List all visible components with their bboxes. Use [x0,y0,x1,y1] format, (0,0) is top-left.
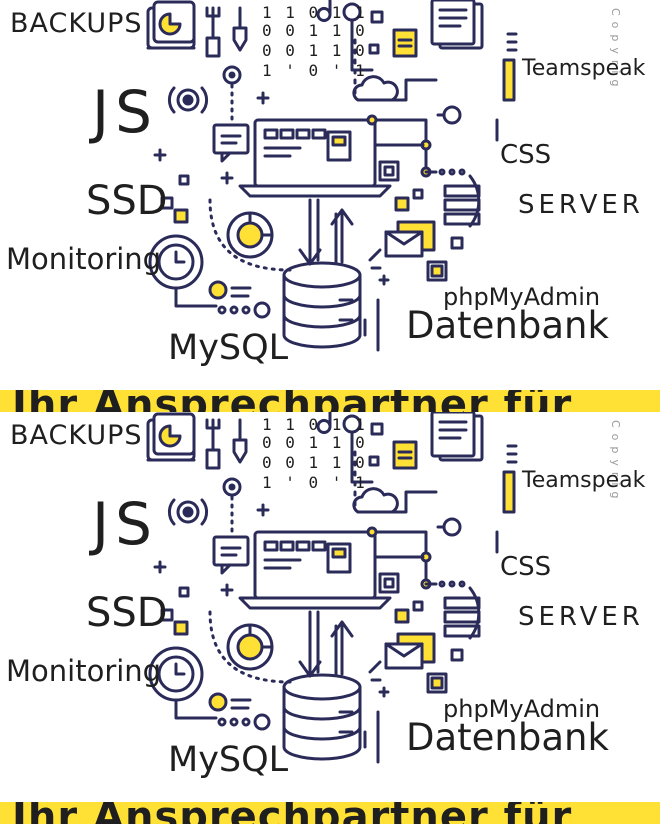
label-css: CSS [500,552,552,582]
copyright-side-text: Copyrig [609,8,622,93]
binary-line-4: 1 ' 0 ' 1 [262,61,367,80]
copyright-side-text: Copyrig [609,420,622,505]
headline-banner: Ihr Ansprechpartner für [0,802,660,824]
label-backups: BACKUPS [10,8,143,39]
headline-banner-text: Ihr Ansprechpartner für [12,390,572,412]
wifi-signal-icon [167,498,209,526]
database-icon [282,673,362,761]
envelope-icon [384,220,436,258]
target-icon [222,65,242,85]
document-stack-icon [430,0,484,50]
label-datenbank: Datenbank [406,716,609,759]
envelope-icon [384,632,436,670]
tech-illustration [146,412,518,764]
cloud-icon [352,75,399,102]
transfer-arrows-icon [298,610,354,678]
binary-line-2: 0 0 1 1 0 [262,433,367,452]
chart-legend-icon [208,692,252,712]
pie-chart-icon [226,211,274,259]
headline-banner: Ihr Ansprechpartner für [0,390,660,412]
label-mysql: MySQL [168,328,289,368]
screwdriver-icon [232,418,248,464]
infographic-panel: BACKUPS JS Teamspeak CSS SSD SERVER Moni… [0,0,660,412]
label-phpmyadmin: phpMyAdmin [443,695,601,723]
wifi-signal-icon [167,86,209,114]
dots-connector [217,713,271,731]
wrench-icon [205,418,221,470]
binary-line-4: 1 ' 0 ' 1 [262,473,367,492]
backup-book-icon [146,412,196,462]
label-monitoring: Monitoring [6,242,162,276]
transfer-arrows-icon [298,198,354,266]
label-teamspeak: Teamspeak [522,56,646,81]
screwdriver-icon [232,6,248,52]
backup-book-icon [146,0,196,50]
label-ssd: SSD [86,590,168,636]
server-stack-icon [443,596,481,638]
label-js: JS [92,78,158,146]
chat-bubble-icon [212,123,250,163]
label-teamspeak: Teamspeak [522,468,646,493]
laptop-icon [238,118,392,198]
binary-line-3: 0 0 1 1 0 [262,41,367,60]
binary-line-2: 0 0 1 1 0 [262,21,367,40]
pie-chart-icon [226,623,274,671]
tech-illustration [146,0,518,352]
label-css: CSS [500,140,552,170]
label-server: SERVER [518,190,644,220]
target-icon [222,477,242,497]
binary-line-3: 0 0 1 1 0 [262,453,367,472]
database-icon [282,261,362,349]
binary-line-1: 1 1 0 1 1 [262,3,367,22]
wrench-icon [205,6,221,58]
headline-banner-text: Ihr Ansprechpartner für [12,802,572,824]
chat-bubble-icon [212,535,250,575]
label-js: JS [92,490,158,558]
label-datenbank: Datenbank [406,304,609,347]
label-backups: BACKUPS [10,420,143,451]
document-stack-icon [430,412,484,462]
laptop-icon [238,530,392,610]
chart-legend-icon [208,280,252,300]
cloud-icon [352,487,399,514]
label-phpmyadmin: phpMyAdmin [443,283,601,311]
label-mysql: MySQL [168,740,289,780]
label-server: SERVER [518,602,644,632]
binary-line-1: 1 1 0 1 1 [262,415,367,434]
teamspeak-bars-icon [502,444,518,514]
infographic-panel: BACKUPS JS Teamspeak CSS SSD SERVER Moni… [0,412,660,824]
circuit-lines [316,0,481,228]
label-ssd: SSD [86,178,168,224]
teamspeak-bars-icon [502,32,518,102]
server-stack-icon [443,184,481,226]
label-monitoring: Monitoring [6,654,162,688]
dots-connector [217,301,271,319]
